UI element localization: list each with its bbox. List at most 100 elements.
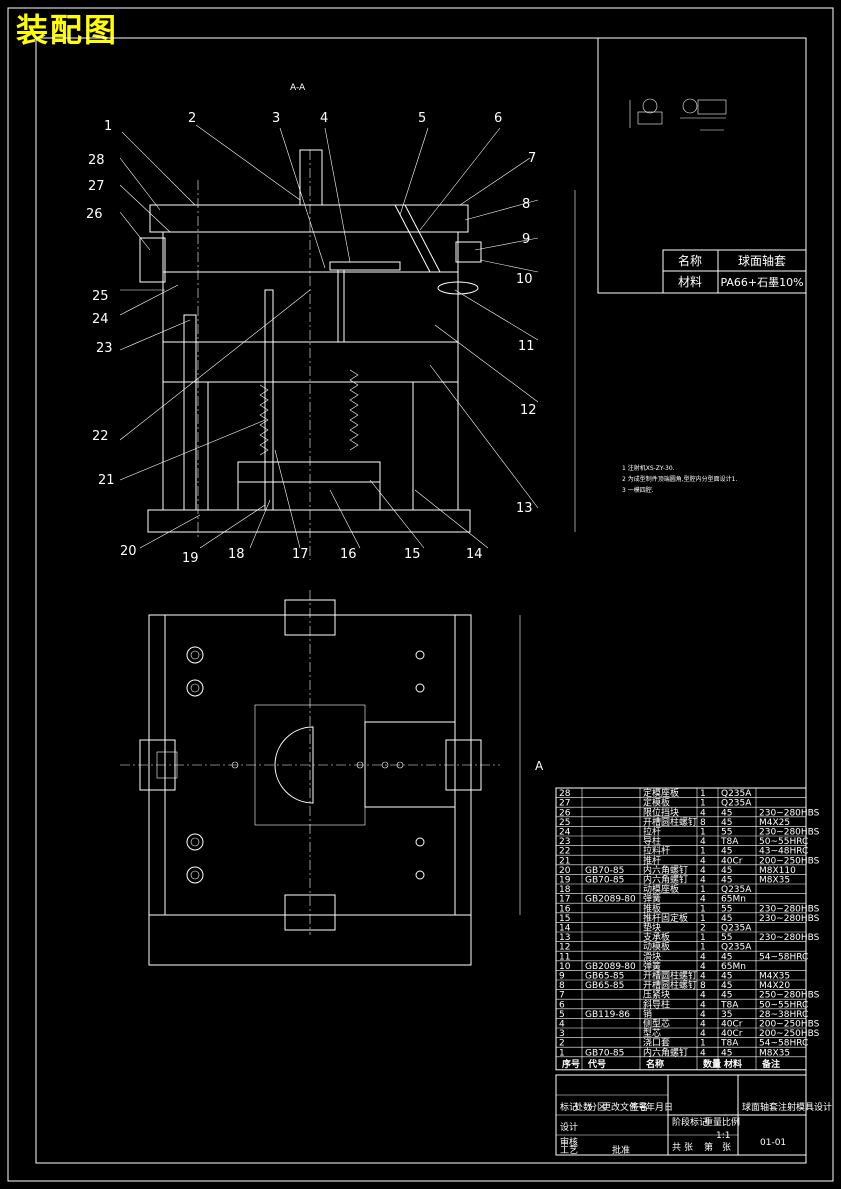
bom-cell-name: 导柱 <box>643 835 661 847</box>
balloon-23: 23 <box>96 341 113 356</box>
bom-cell-name: 拉杆 <box>643 826 661 838</box>
balloon-4: 4 <box>320 111 328 126</box>
bom-cell-qty: 2 <box>700 924 706 934</box>
bom-cell-qty: 4 <box>700 808 706 818</box>
bom-cell-name: 垫块 <box>643 922 661 934</box>
bom-cell-name: 开槽圆柱螺钉 <box>643 979 697 991</box>
bom-cell-no: 11 <box>559 952 570 962</box>
bom-cell-qty: 1 <box>700 847 706 857</box>
bom-cell-qty: 4 <box>700 837 706 847</box>
balloon-6: 6 <box>494 111 502 126</box>
bom-cell-material: 45 <box>721 808 732 818</box>
bom-cell-note: 200~250HBS <box>759 1020 820 1030</box>
bom-cell-material: 40Cr <box>721 1029 743 1039</box>
bom-cell-name: 定模板 <box>643 797 670 809</box>
bom-cell-name: 开槽圆柱螺钉 <box>643 970 697 982</box>
ejector-retainer-plate <box>237 461 381 483</box>
balloon-25: 25 <box>92 289 109 304</box>
tb-label-process: 工艺 <box>560 1145 578 1156</box>
bom-cell-no: 7 <box>559 991 565 1001</box>
bom-cell-material: T8A <box>720 1000 739 1010</box>
bom-cell-no: 9 <box>559 972 565 982</box>
slide-block <box>437 281 479 295</box>
bom-cell-note: M8X35 <box>759 876 790 886</box>
bom-cell-material: Q235A <box>721 885 752 895</box>
bom-cell-name: 斜导柱 <box>643 998 670 1010</box>
bom-cell-code: GB65-85 <box>585 981 624 991</box>
bom-cell-note: M8X35 <box>759 1048 790 1058</box>
bom-cell-material: Q235A <box>721 789 752 799</box>
bom-cell-no: 3 <box>559 1029 565 1039</box>
bom-cell-name: 内六角螺钉 <box>643 874 688 886</box>
balloon-28: 28 <box>88 153 105 168</box>
balloon-17: 17 <box>292 547 309 562</box>
section-view <box>139 149 576 560</box>
balloon-13: 13 <box>516 501 533 516</box>
balloon-10: 10 <box>516 272 533 287</box>
bom-cell-name: 拉料杆 <box>643 845 670 857</box>
bom-cell-note: 50~55HRC <box>759 1000 808 1010</box>
guide-pillar <box>183 314 197 511</box>
outer-frame <box>7 7 834 1182</box>
bom-cell-code: GB119-86 <box>585 1010 630 1020</box>
tech-notes: 1 注射机XS-ZY-30. 2 为成型制件顶端圆角,型腔内分型面设计1. 3 … <box>622 464 737 494</box>
balloon-16: 16 <box>340 547 357 562</box>
bom-cell-qty: 1 <box>700 828 706 838</box>
balloon-26: 26 <box>86 207 103 222</box>
bom-cell-note: 54~58HRC <box>759 1039 808 1049</box>
balloon-7: 7 <box>528 151 536 166</box>
bom-cell-name: 滑块 <box>643 950 661 962</box>
bom-cell-note: 250~280HBS <box>759 991 820 1001</box>
bom-cell-no: 15 <box>559 914 570 924</box>
bom-cell-material: 45 <box>721 991 732 1001</box>
bom-cell-name: 限位挡块 <box>643 806 679 818</box>
top-view: A <box>120 590 544 966</box>
side-core <box>329 261 401 271</box>
bom-cell-qty: 4 <box>700 1000 706 1010</box>
balloon-9: 9 <box>522 232 530 247</box>
bom-cell-no: 19 <box>559 876 571 886</box>
balloon-8: 8 <box>522 197 530 212</box>
balloon-12: 12 <box>520 403 537 418</box>
balloon-labels: 1 2 3 4 5 6 7 8 9 10 11 12 13 14 15 16 1… <box>86 111 537 566</box>
limit-block <box>139 237 166 283</box>
spring <box>349 369 359 451</box>
ejector-plate <box>237 481 381 511</box>
bom-cell-qty: 4 <box>700 952 706 962</box>
bom-cell-material: Q235A <box>721 943 752 953</box>
bom-cell-name: 推杆固定板 <box>643 912 688 924</box>
bom-cell-qty: 4 <box>700 856 706 866</box>
bom-cell-name: 推板 <box>643 902 661 914</box>
bom-header-qty: 数量 <box>703 1058 721 1070</box>
bom-cell-material: T8A <box>720 1039 739 1049</box>
bom-cell-no: 4 <box>559 1020 565 1030</box>
bom-cell-code: GB70-85 <box>585 866 624 876</box>
tb-label-design: 设计 <box>560 1121 578 1133</box>
bom-cell-no: 14 <box>559 924 571 934</box>
bom-cell-no: 17 <box>559 895 570 905</box>
bom-cell-qty: 1 <box>700 799 706 809</box>
title-block: 球面轴套注射模具设计 01-01 1:1 标记 处数 分区 更改文件号 签名 年… <box>555 1074 832 1156</box>
bom-cell-note: M4X25 <box>759 818 790 828</box>
drawing-name: 球面轴套注射模具设计 <box>742 1101 832 1113</box>
bom-cell-qty: 4 <box>700 1010 706 1020</box>
bom-cell-note: 28~38HRC <box>759 1010 808 1020</box>
bom-header-name: 名称 <box>646 1058 664 1070</box>
bom-cell-material: 65Mn <box>721 895 746 905</box>
bom-cell-note: 50~55HRC <box>759 837 808 847</box>
bom-cell-material: 45 <box>721 972 732 982</box>
bom-cell-no: 1 <box>559 1048 565 1058</box>
bom-cell-qty: 4 <box>700 991 706 1001</box>
moving-mold-plate <box>162 271 459 343</box>
bom-cell-note: 230~280HBS <box>759 808 820 818</box>
bom-cell-no: 6 <box>559 1000 565 1010</box>
tb-label-sheet-b: 张 <box>722 1142 731 1153</box>
tb-label-total: 共 <box>672 1142 681 1153</box>
bom-cell-material: Q235A <box>721 924 752 934</box>
bom-cell-name: 动模座板 <box>643 883 679 895</box>
tech-note-1: 1 注射机XS-ZY-30. <box>622 464 675 472</box>
bom-cell-name: 内六角螺钉 <box>643 864 688 876</box>
bom-cell-qty: 4 <box>700 962 706 972</box>
